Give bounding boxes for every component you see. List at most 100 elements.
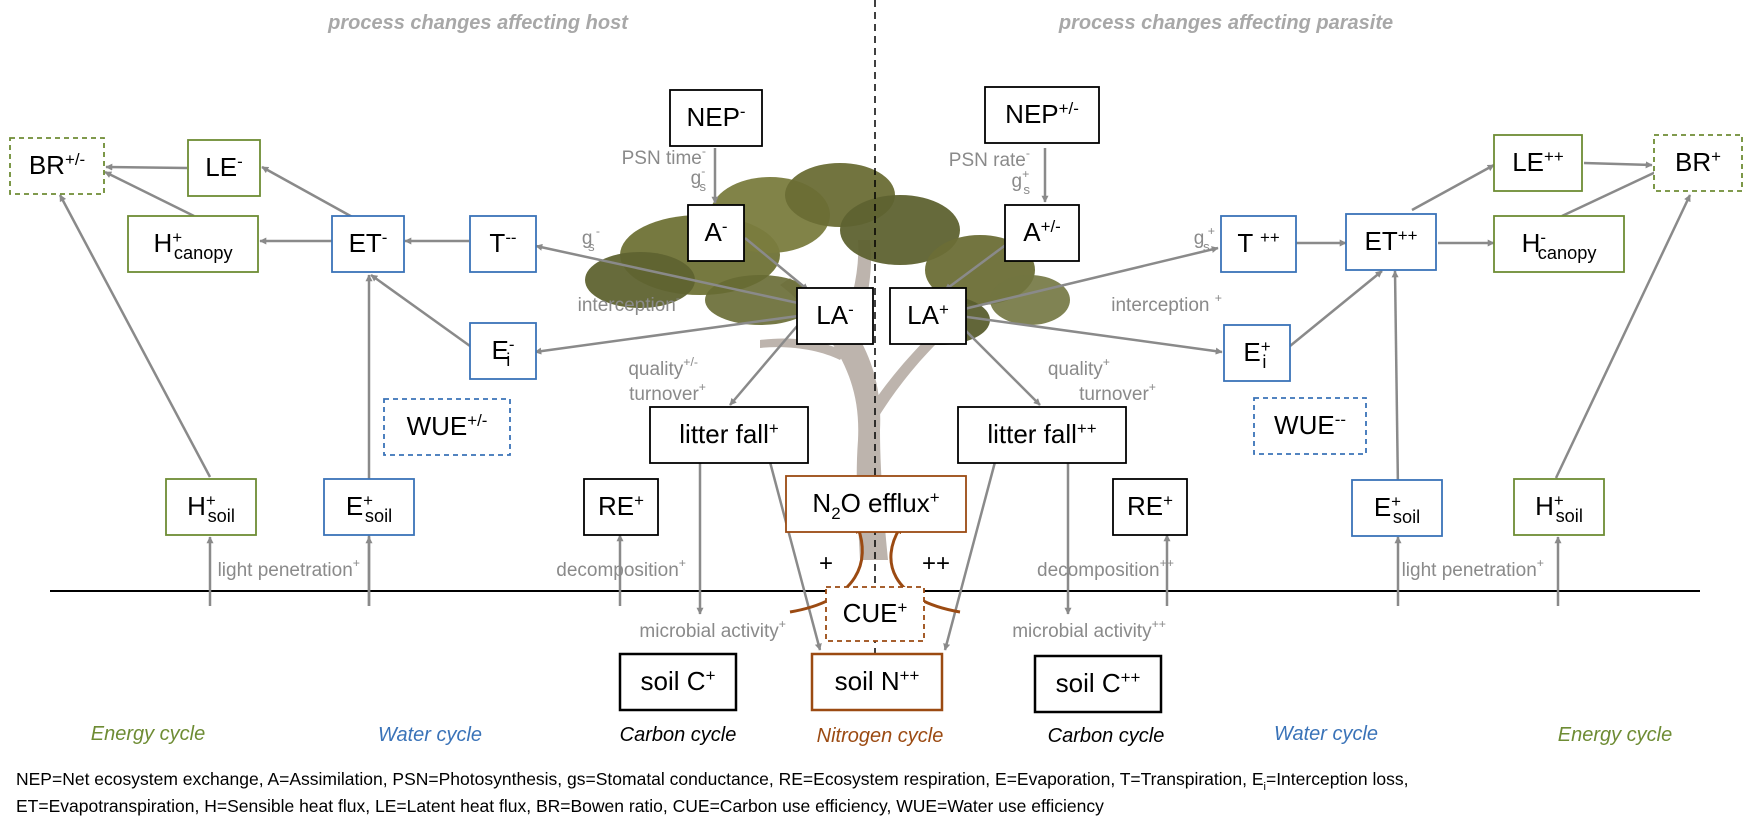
text-base: N bbox=[812, 488, 831, 518]
text-base: soil C bbox=[641, 666, 706, 696]
box-label: soil C+ bbox=[641, 666, 716, 696]
text-superscript: + bbox=[363, 491, 373, 510]
text-base: light penetration bbox=[218, 560, 353, 581]
legend-line-2: ET=Evapotranspiration, H=Sensible heat f… bbox=[16, 796, 1104, 816]
text-base: quality bbox=[628, 359, 683, 380]
text-base: A bbox=[705, 217, 723, 247]
box-frame bbox=[1513, 478, 1605, 536]
text-superscript: ++ bbox=[1077, 419, 1097, 438]
cycle-energy-right: Energy cycle bbox=[1558, 724, 1673, 746]
text-base: g bbox=[1012, 171, 1023, 192]
text-superscript: + bbox=[779, 617, 786, 631]
text-superscript: + bbox=[1537, 556, 1544, 570]
text-base: g bbox=[1194, 228, 1205, 249]
text-superscript: ++ bbox=[1152, 617, 1166, 631]
box-label: ET- bbox=[349, 228, 388, 258]
box-et-par: ET++ bbox=[1345, 213, 1437, 271]
process-label-psn-time: PSN time- bbox=[622, 144, 706, 169]
text-superscript: - bbox=[740, 102, 746, 121]
process-label-light-host: light penetration+ bbox=[218, 556, 360, 581]
text-base: decomposition bbox=[1037, 560, 1160, 581]
text-superscript: + bbox=[172, 228, 182, 247]
box-frame bbox=[1253, 397, 1367, 455]
box-label: T ++ bbox=[1237, 228, 1280, 258]
box-hsoil-host: H+soil bbox=[165, 478, 257, 536]
nitrogen-sign-n-plus-left: + bbox=[819, 550, 833, 577]
cycle-nitrogen: Nitrogen cycle bbox=[817, 725, 944, 747]
box-label: A+/- bbox=[1023, 217, 1061, 247]
text-superscript: - bbox=[1540, 228, 1546, 247]
text-base: RE bbox=[598, 491, 634, 521]
text-subscript: soil bbox=[1393, 507, 1420, 527]
cycle-water-left: Water cycle bbox=[378, 724, 482, 746]
process-label-gs-host-t: g -s bbox=[582, 224, 600, 254]
box-hcanopy-host: H+canopy bbox=[127, 215, 259, 273]
text-base: WUE bbox=[407, 411, 468, 441]
text-base: microbial activity bbox=[1012, 621, 1152, 642]
text-subscript: s bbox=[1203, 239, 1210, 254]
box-frame bbox=[1493, 215, 1625, 273]
text-base: ET bbox=[1365, 226, 1398, 256]
process-label-light-par: light penetration+ bbox=[1402, 556, 1544, 581]
text-superscript: - bbox=[676, 291, 680, 305]
text-superscript: +/- bbox=[467, 411, 487, 430]
box-litter-host: litter fall+ bbox=[649, 406, 809, 464]
text-base: quality bbox=[1048, 359, 1103, 380]
text-base: BR bbox=[29, 150, 65, 180]
box-label: E+soil bbox=[346, 491, 392, 526]
process-label-gs-par-top: g+s bbox=[1012, 167, 1031, 197]
box-frame bbox=[1351, 479, 1443, 537]
box-br-par: BR+ bbox=[1653, 134, 1743, 192]
text-base: g bbox=[582, 228, 593, 249]
box-label: NEP+/- bbox=[1005, 99, 1079, 129]
box-hcanopy-par: H-canopy bbox=[1493, 215, 1625, 273]
box-label: E+soil bbox=[1374, 492, 1420, 527]
text-superscript: + bbox=[353, 556, 360, 570]
text-superscript: + bbox=[930, 488, 940, 507]
legend-line-1b: =Interception loss, bbox=[1266, 769, 1409, 789]
box-frame bbox=[1223, 324, 1291, 382]
text-superscript: ++ bbox=[1160, 556, 1174, 570]
box-a-par: A+/- bbox=[1004, 204, 1080, 262]
text-base: H bbox=[1535, 491, 1554, 521]
box-soilc-host: soil C+ bbox=[618, 652, 738, 712]
text-superscript: +/- bbox=[1041, 217, 1061, 236]
box-soilc-par: soil C++ bbox=[1033, 654, 1163, 714]
text-rest: O efflux bbox=[841, 488, 930, 518]
process-label-decomp-host: decomposition+ bbox=[556, 556, 686, 581]
text-superscript: + bbox=[1215, 291, 1222, 305]
text-superscript: - bbox=[848, 300, 854, 319]
text-base: light penetration bbox=[1402, 560, 1537, 581]
legend-line-1: NEP=Net ecosystem exchange, A=Assimilati… bbox=[16, 769, 1408, 793]
box-frame bbox=[1493, 134, 1583, 192]
box-label: LA- bbox=[816, 300, 853, 330]
text-base: CUE bbox=[843, 598, 898, 628]
process-label-quality-host: quality+/- bbox=[628, 355, 698, 380]
text-base: litter fall bbox=[679, 419, 769, 449]
box-hsoil-par: H+soil bbox=[1513, 478, 1605, 536]
text-base: litter fall bbox=[987, 419, 1077, 449]
text-subscript: 2 bbox=[831, 504, 840, 523]
box-ei-par: E+i bbox=[1223, 324, 1291, 382]
text-base: RE bbox=[1127, 491, 1163, 521]
text-superscript: + bbox=[679, 556, 686, 570]
text-superscript: + bbox=[1711, 147, 1721, 166]
text-superscript: - bbox=[1026, 146, 1030, 160]
box-label: H+soil bbox=[1535, 491, 1583, 526]
text-subscript: soil bbox=[365, 506, 392, 526]
box-re-host: RE+ bbox=[583, 478, 659, 536]
box-wue-par: WUE-- bbox=[1253, 397, 1367, 455]
process-label-microbial-par: microbial activity++ bbox=[1012, 617, 1166, 642]
text-base: H bbox=[1522, 228, 1541, 258]
box-frame bbox=[687, 204, 745, 262]
box-wue-host: WUE+/- bbox=[383, 398, 511, 456]
text-superscript: - bbox=[592, 224, 600, 238]
box-label: E+i bbox=[1243, 337, 1270, 372]
nitrogen-flux-arrows bbox=[789, 525, 961, 614]
text-subscript: s bbox=[1023, 182, 1030, 197]
box-label: NEP- bbox=[686, 102, 745, 132]
text-superscript: + bbox=[1022, 167, 1029, 181]
text-base: soil C bbox=[1056, 668, 1121, 698]
text-base: interception bbox=[1111, 295, 1215, 316]
